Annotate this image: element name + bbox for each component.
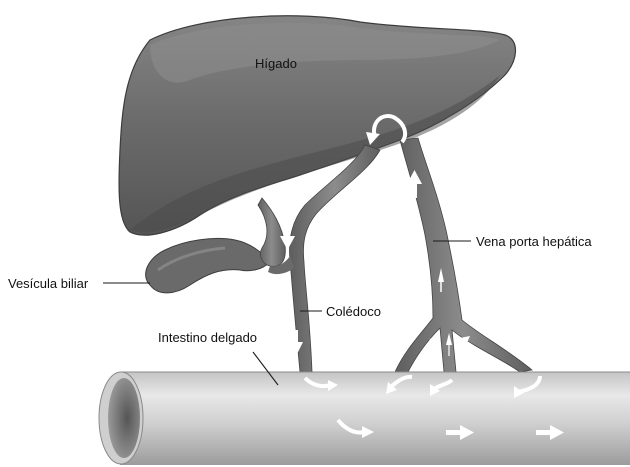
portal-vein-label: Vena porta hepática: [476, 235, 592, 248]
gallbladder-label: Vesícula biliar: [8, 277, 88, 290]
small-intestine: [99, 372, 630, 465]
gallbladder: [146, 238, 270, 292]
liver-label: Hígado: [255, 57, 297, 70]
small-intestine-label: Intestino delgado: [158, 331, 257, 344]
bile-duct-label: Colédoco: [326, 305, 381, 318]
